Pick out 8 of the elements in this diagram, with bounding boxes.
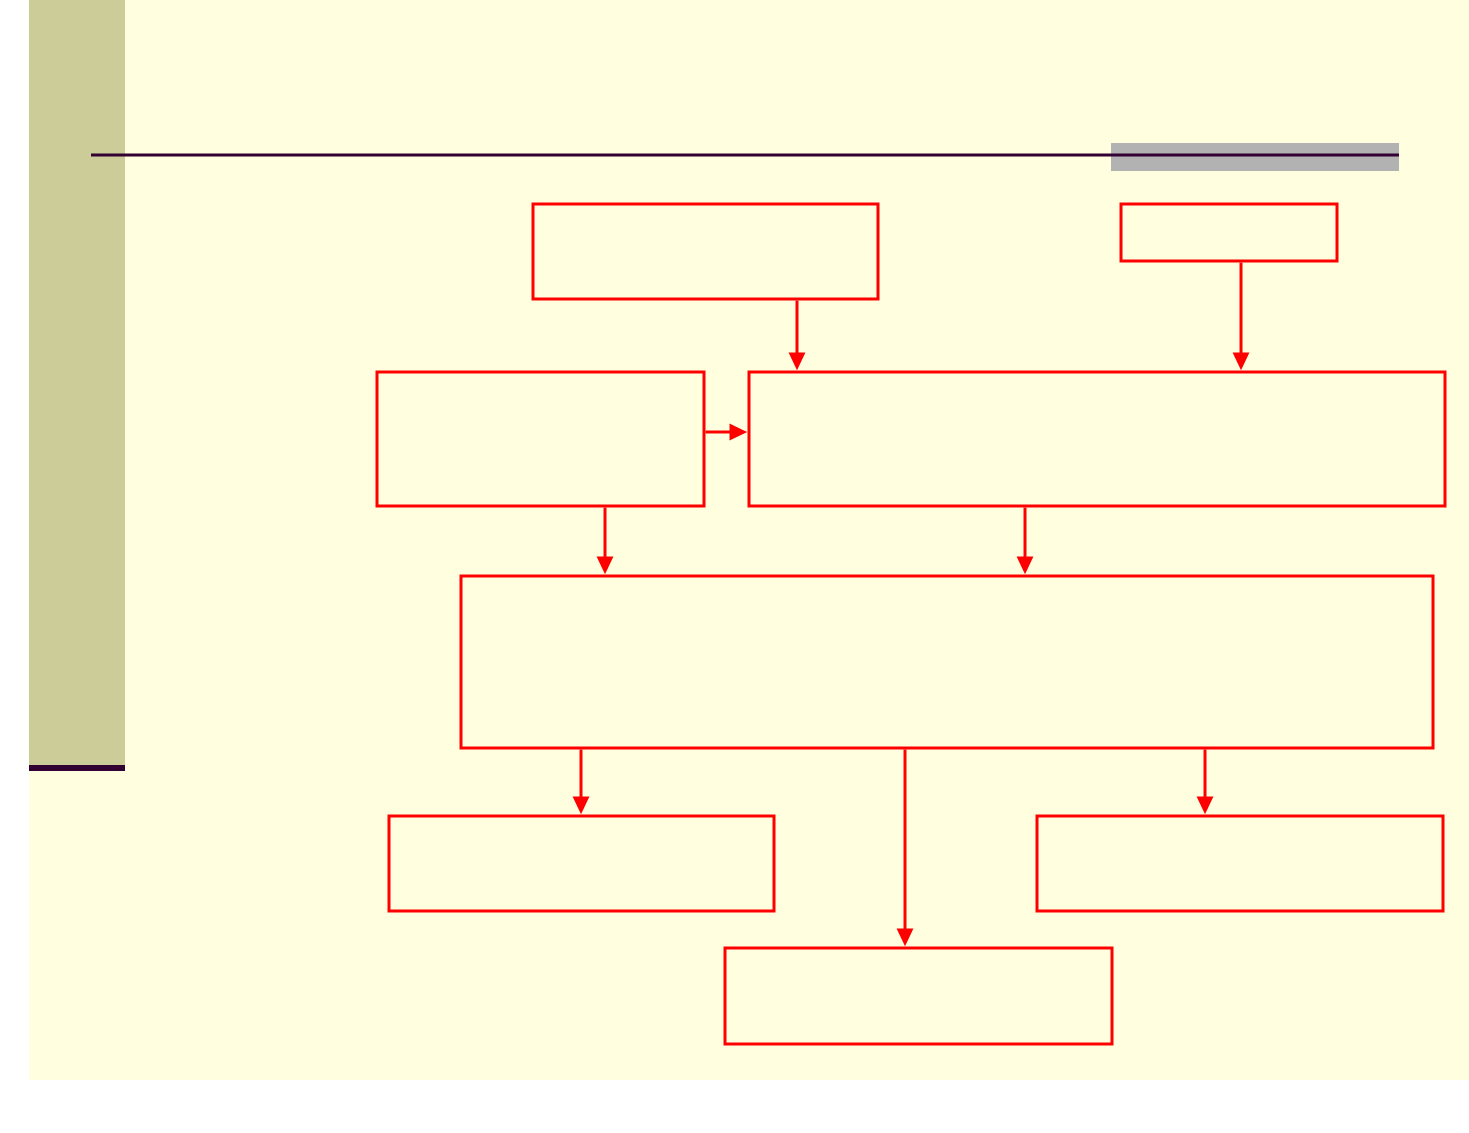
process-box xyxy=(375,370,706,508)
process-box xyxy=(1119,202,1339,263)
process-box xyxy=(459,574,1435,750)
process-box xyxy=(747,370,1447,508)
process-box xyxy=(531,202,880,301)
process-box xyxy=(723,946,1114,1046)
process-box xyxy=(387,814,776,913)
process-box xyxy=(1035,814,1445,913)
